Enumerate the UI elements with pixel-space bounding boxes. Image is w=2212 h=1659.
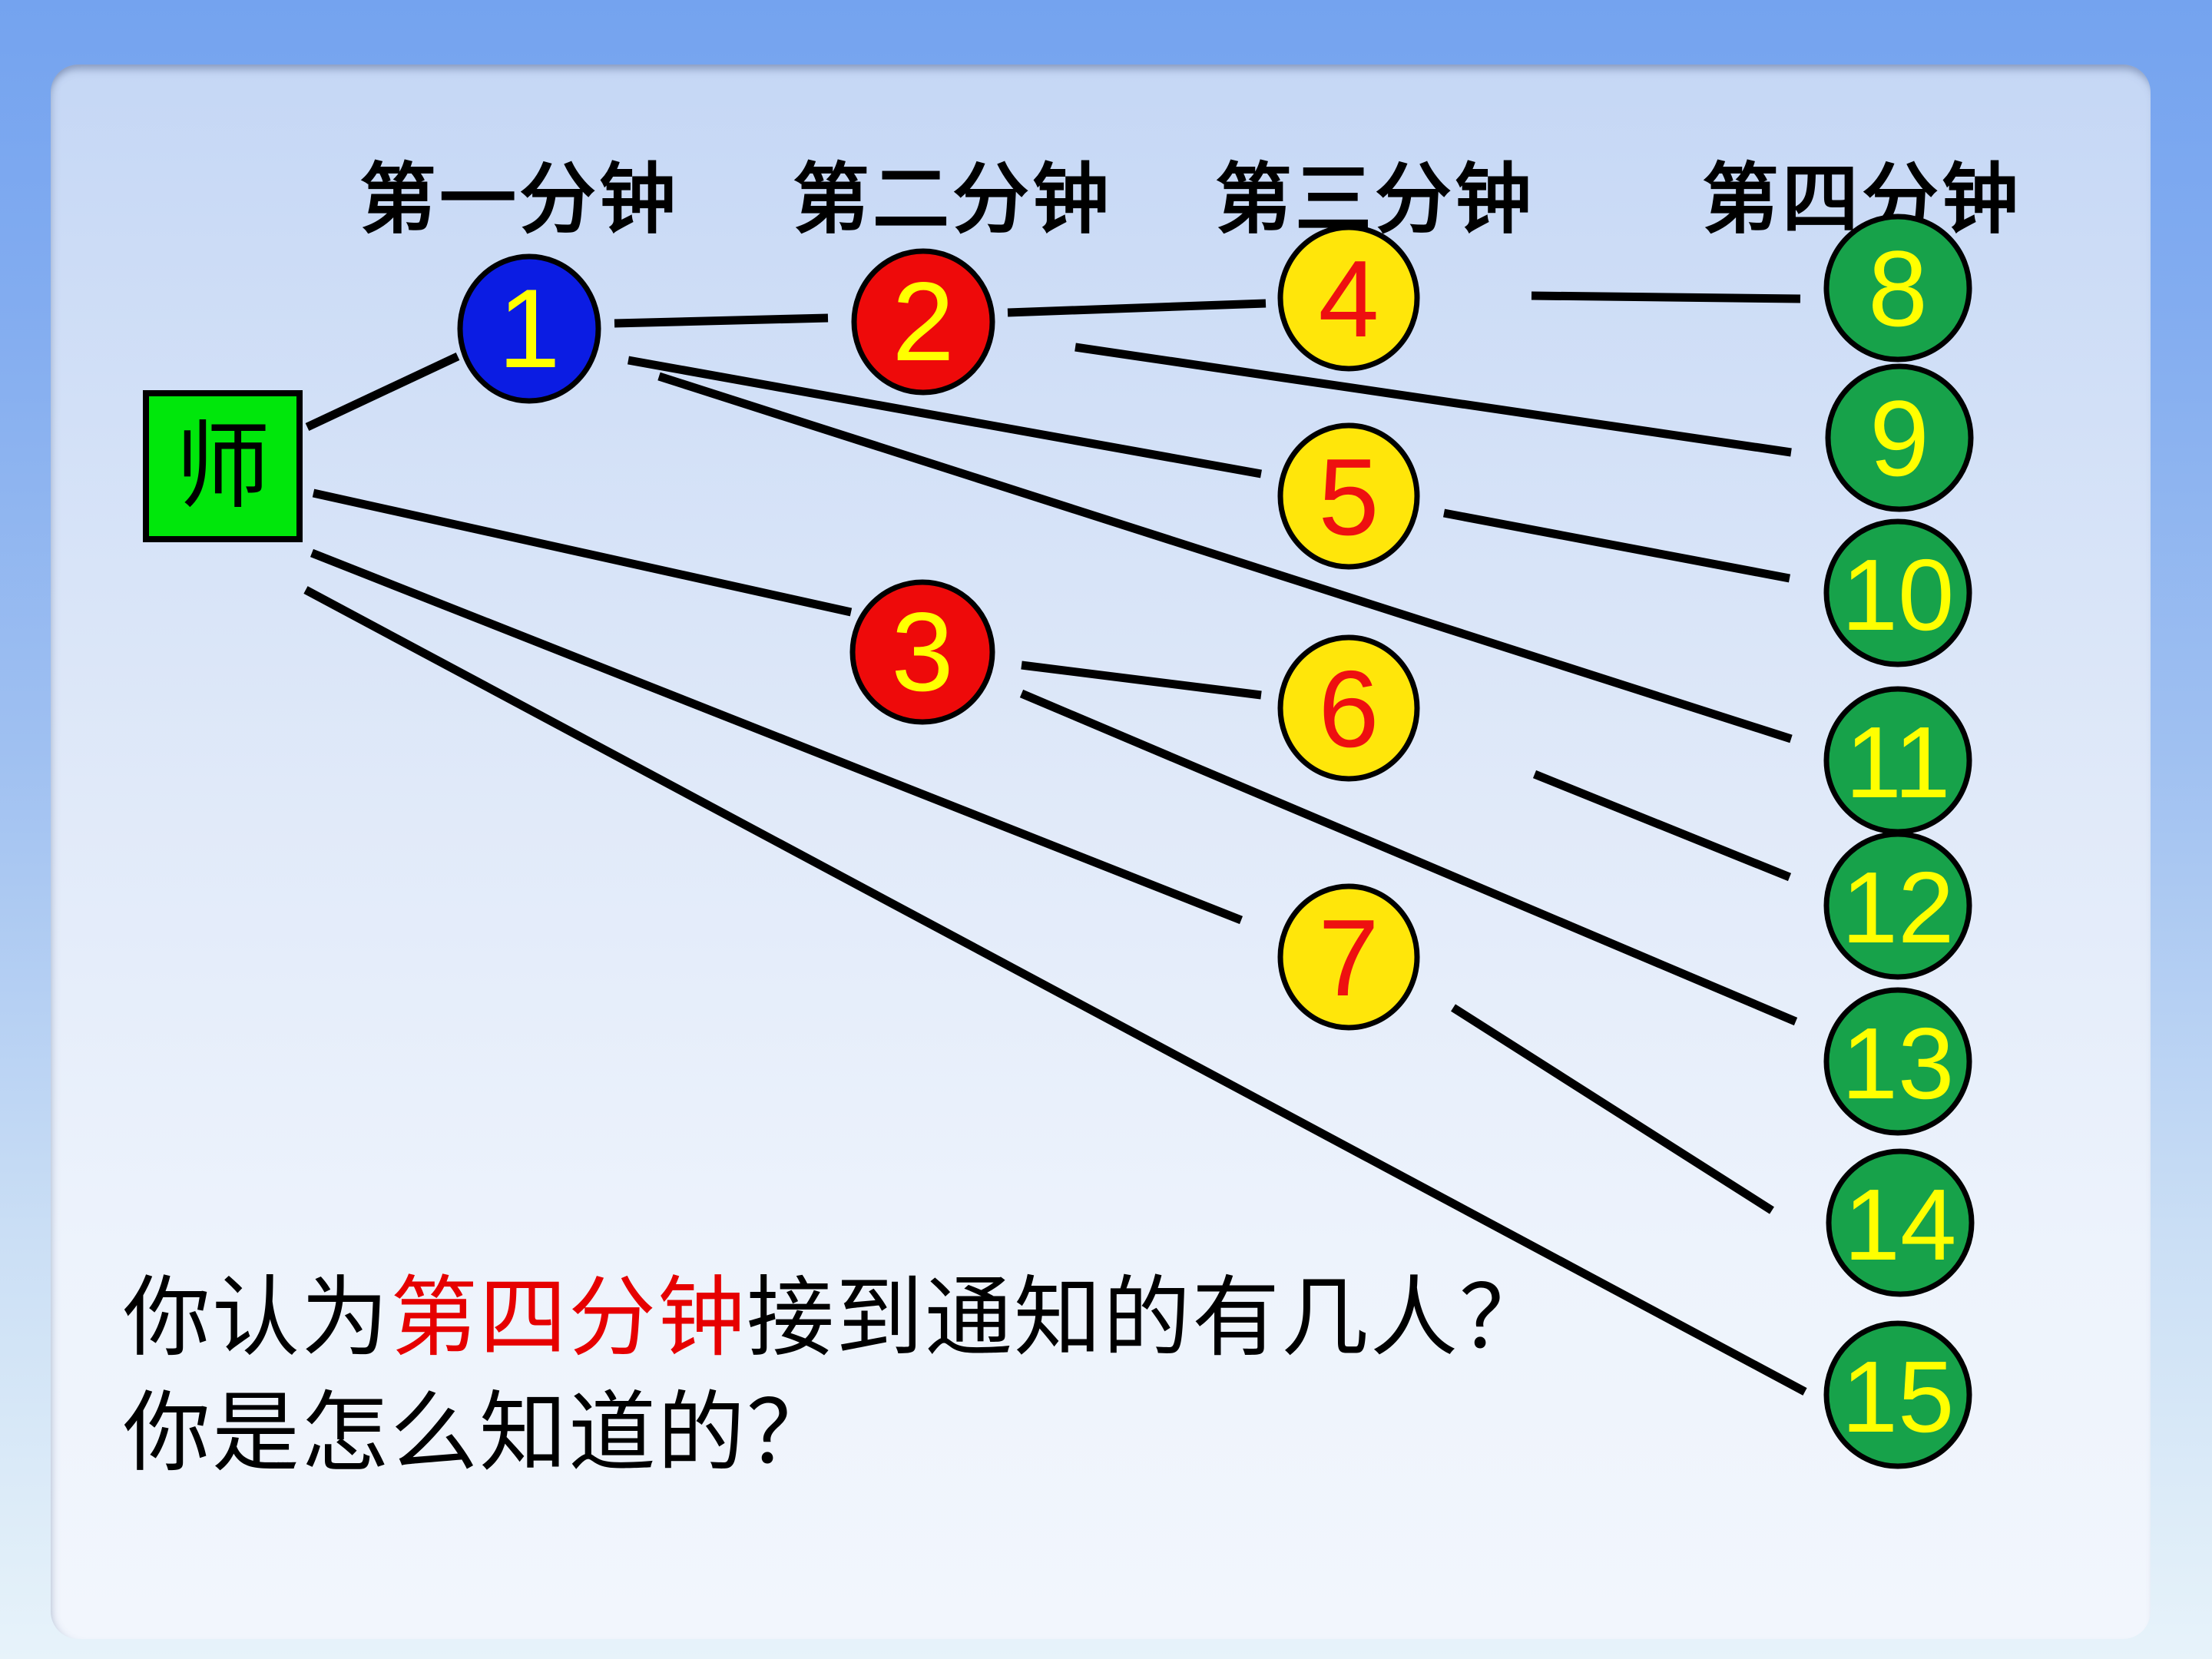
node-8-label: 8 bbox=[1868, 228, 1928, 349]
edge-1-2 bbox=[614, 313, 829, 328]
edge-7-14 bbox=[1451, 1004, 1774, 1214]
edge-lines bbox=[303, 291, 1807, 1396]
node-13: 13 bbox=[1823, 987, 1972, 1136]
node-6-label: 6 bbox=[1319, 648, 1379, 770]
question-line1-suffix: 接到通知的有几人？ bbox=[747, 1270, 1549, 1367]
node-3-circle bbox=[849, 579, 995, 725]
question-text: 你认为第四分钟接到通知的有几人？ 你是怎么知道的？ bbox=[123, 1261, 1548, 1492]
node-4: 4 bbox=[1277, 224, 1420, 372]
node-3-label: 3 bbox=[891, 589, 953, 714]
node-10-label: 10 bbox=[1842, 538, 1955, 651]
question-highlight: 第四分钟 bbox=[390, 1270, 747, 1367]
minute-header-1: 第一分钟 bbox=[359, 157, 679, 243]
edge-5-10 bbox=[1442, 508, 1791, 583]
edge-6-12 bbox=[1532, 770, 1792, 882]
node-15-label: 15 bbox=[1842, 1340, 1955, 1453]
node-10-circle bbox=[1823, 518, 1972, 667]
node-12-label: 12 bbox=[1842, 851, 1955, 964]
edge-2-9 bbox=[1075, 343, 1792, 457]
node-9-circle bbox=[1825, 363, 1974, 512]
edge-3-6 bbox=[1021, 661, 1262, 700]
node-4-label: 4 bbox=[1319, 238, 1379, 360]
edge-teacher-1 bbox=[305, 353, 460, 431]
node-9: 9 bbox=[1825, 363, 1974, 512]
node-10: 10 bbox=[1823, 518, 1972, 667]
node-4-circle bbox=[1277, 224, 1420, 372]
node-8-circle bbox=[1823, 214, 1972, 363]
edge-3-13 bbox=[1019, 689, 1798, 1026]
node-11-label: 11 bbox=[1845, 706, 1950, 819]
edge-1-11 bbox=[657, 372, 1793, 743]
node-11: 11 bbox=[1823, 686, 1972, 835]
node-6-circle bbox=[1277, 634, 1420, 782]
node-12: 12 bbox=[1823, 831, 1972, 980]
node-15: 15 bbox=[1823, 1320, 1972, 1469]
node-2-circle bbox=[851, 248, 995, 396]
node-7: 7 bbox=[1277, 883, 1420, 1031]
node-14: 14 bbox=[1826, 1148, 1975, 1297]
edge-4-8 bbox=[1531, 291, 1801, 303]
node-12-circle bbox=[1823, 831, 1972, 980]
node-5-circle bbox=[1277, 422, 1420, 570]
minute-header-3: 第三分钟 bbox=[1215, 157, 1535, 243]
node-1-circle bbox=[457, 253, 601, 404]
question-line-2: 你是怎么知道的？ bbox=[123, 1385, 836, 1482]
slide-panel bbox=[51, 65, 2151, 1639]
node-9-label: 9 bbox=[1869, 378, 1929, 498]
node-7-label: 7 bbox=[1319, 897, 1379, 1019]
question-line-1: 你认为第四分钟接到通知的有几人？ bbox=[123, 1261, 1548, 1376]
node-15-circle bbox=[1823, 1320, 1972, 1469]
node-1-label: 1 bbox=[498, 266, 560, 391]
edge-teacher-15 bbox=[303, 586, 1807, 1396]
minute-header-2: 第二分钟 bbox=[793, 157, 1112, 243]
node-13-circle bbox=[1823, 987, 1972, 1136]
teacher-box bbox=[143, 390, 303, 542]
node-14-label: 14 bbox=[1844, 1168, 1957, 1281]
teacher-node: 师 bbox=[143, 390, 303, 542]
edge-teacher-7 bbox=[310, 548, 1243, 925]
edge-teacher-3 bbox=[312, 488, 853, 617]
node-3: 3 bbox=[849, 579, 995, 725]
node-7-circle bbox=[1277, 883, 1420, 1031]
node-2: 2 bbox=[851, 248, 995, 396]
node-14-circle bbox=[1826, 1148, 1975, 1297]
node-5-label: 5 bbox=[1319, 436, 1379, 558]
node-13-label: 13 bbox=[1842, 1007, 1955, 1120]
teacher-label: 师 bbox=[175, 415, 270, 520]
node-5: 5 bbox=[1277, 422, 1420, 570]
node-2-label: 2 bbox=[892, 259, 954, 384]
edge-2-4 bbox=[1007, 299, 1267, 317]
node-8: 8 bbox=[1823, 214, 1972, 363]
edge-1-5 bbox=[628, 356, 1262, 478]
node-6: 6 bbox=[1277, 634, 1420, 782]
question-line1-prefix: 你认为 bbox=[123, 1270, 391, 1367]
node-1: 1 bbox=[457, 253, 601, 404]
